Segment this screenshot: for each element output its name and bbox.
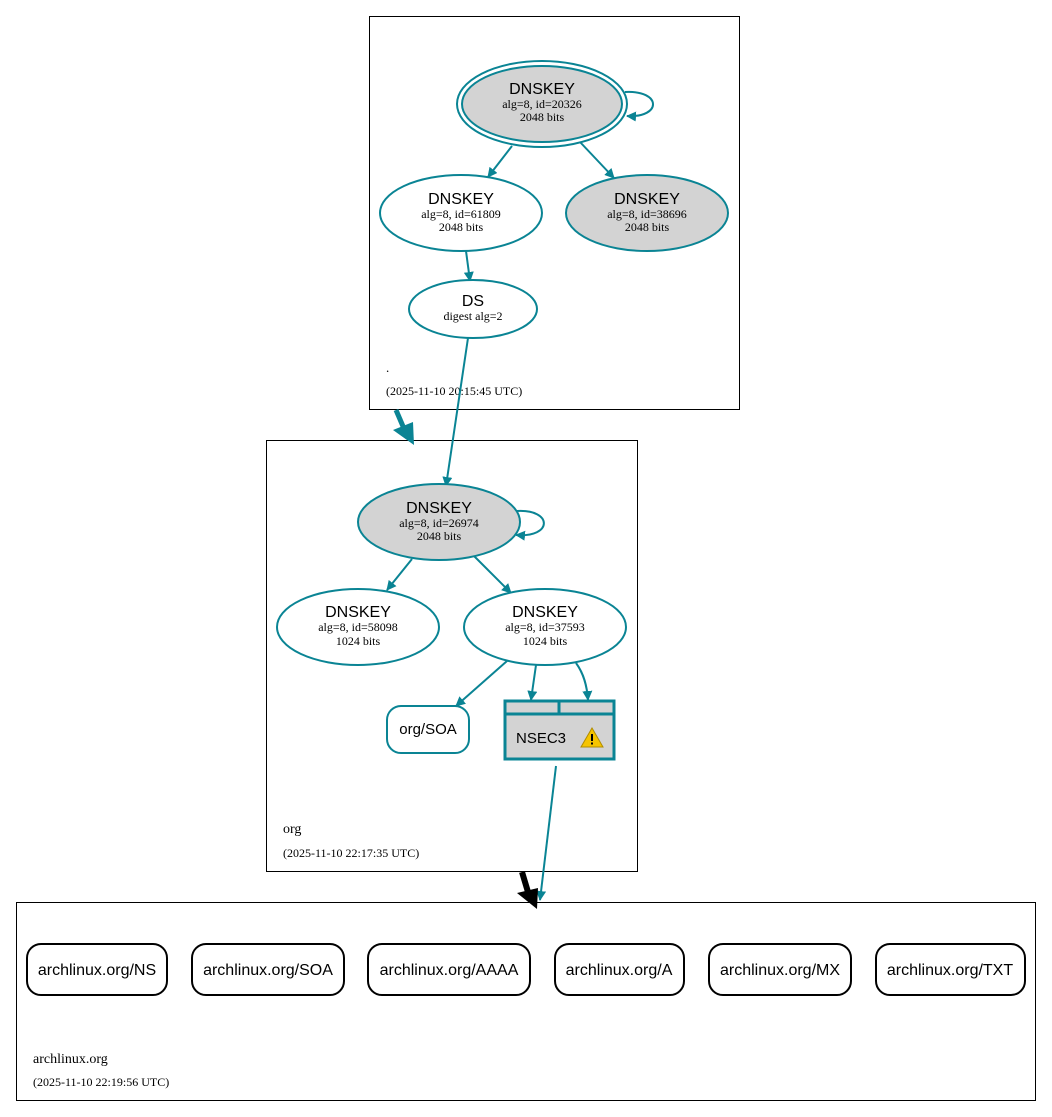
node-root-zsk1-line2: 2048 bits — [439, 220, 484, 234]
node-root-zsk1[interactable]: DNSKEY alg=8, id=61809 2048 bits — [379, 174, 543, 252]
node-root-zsk1-title: DNSKEY — [428, 191, 494, 208]
node-root-ksk-line1: alg=8, id=20326 — [502, 97, 582, 111]
edge-org-zsk2-nsec3-a — [527, 664, 538, 701]
record-a[interactable]: archlinux.org/A — [554, 943, 685, 996]
edge-root-ksk-zsk2 — [579, 141, 615, 179]
node-root-zsk2-line1: alg=8, id=38696 — [607, 207, 687, 221]
node-org-ds-title: DS — [462, 293, 484, 310]
node-nsec3[interactable]: NSEC3 — [503, 699, 616, 761]
node-org-soa[interactable]: org/SOA — [386, 705, 470, 754]
record-label: archlinux.org/TXT — [887, 962, 1013, 979]
node-root-zsk1-line1: alg=8, id=61809 — [421, 207, 501, 221]
node-root-ksk-title: DNSKEY — [509, 81, 575, 98]
edge-ds-org-ksk — [442, 337, 469, 487]
record-label: archlinux.org/A — [566, 962, 673, 979]
node-org-zsk2-title: DNSKEY — [512, 604, 578, 621]
edge-org-ksk-zsk1 — [386, 558, 413, 591]
edge-org-ksk-self — [515, 509, 545, 541]
record-txt[interactable]: archlinux.org/TXT — [875, 943, 1026, 996]
node-org-ksk[interactable]: DNSKEY alg=8, id=26974 2048 bits — [357, 483, 521, 561]
record-aaaa[interactable]: archlinux.org/AAAA — [367, 943, 531, 996]
node-org-zsk1-title: DNSKEY — [325, 604, 391, 621]
edge-org-zsk2-nsec3-b — [575, 662, 593, 701]
zone-root: . (2025-11-10 20:15:45 UTC) — [369, 16, 740, 410]
record-soa[interactable]: archlinux.org/SOA — [191, 943, 345, 996]
node-org-zsk1[interactable]: DNSKEY alg=8, id=58098 1024 bits — [276, 588, 440, 666]
edge-org-zsk2-soa — [455, 660, 508, 707]
record-label: archlinux.org/NS — [38, 962, 156, 979]
node-org-ksk-line2: 2048 bits — [417, 529, 462, 543]
zone-org-name: org — [283, 822, 301, 837]
zone-root-name: . — [386, 360, 389, 375]
node-org-ksk-line1: alg=8, id=26974 — [399, 516, 479, 530]
record-mx[interactable]: archlinux.org/MX — [708, 943, 852, 996]
node-org-ksk-title: DNSKEY — [406, 500, 472, 517]
node-root-zsk2-line2: 2048 bits — [625, 220, 670, 234]
node-root-ksk[interactable]: DNSKEY alg=8, id=20326 2048 bits — [456, 60, 628, 148]
delegation-root-org — [393, 409, 414, 445]
edge-root-zsk1-ds — [463, 250, 474, 282]
node-org-zsk2-line2: 1024 bits — [523, 634, 568, 648]
node-root-ksk-line2: 2048 bits — [520, 110, 565, 124]
node-root-zsk2[interactable]: DNSKEY alg=8, id=38696 2048 bits — [565, 174, 729, 252]
record-label: archlinux.org/SOA — [203, 962, 333, 979]
zone-root-timestamp: (2025-11-10 20:15:45 UTC) — [386, 384, 522, 398]
record-ns[interactable]: archlinux.org/NS — [26, 943, 168, 996]
edges — [386, 90, 654, 901]
node-org-zsk1-line2: 1024 bits — [336, 634, 381, 648]
edge-nsec3-archlinux — [536, 765, 557, 901]
node-root-zsk2-title: DNSKEY — [614, 191, 680, 208]
node-org-ds[interactable]: DS digest alg=2 — [408, 279, 538, 339]
record-label: archlinux.org/AAAA — [380, 962, 519, 979]
record-label: archlinux.org/MX — [720, 962, 840, 979]
node-nsec3-label: NSEC3 — [516, 730, 566, 747]
zone-archlinux-timestamp: (2025-11-10 22:19:56 UTC) — [33, 1075, 169, 1089]
zone-archlinux: archlinux.org (2025-11-10 22:19:56 UTC) — [16, 902, 1036, 1101]
warning-icon — [580, 727, 604, 748]
zone-org-timestamp: (2025-11-10 22:17:35 UTC) — [283, 846, 419, 860]
node-org-zsk2[interactable]: DNSKEY alg=8, id=37593 1024 bits — [463, 588, 627, 666]
node-org-zsk2-line1: alg=8, id=37593 — [505, 620, 585, 634]
edge-root-ksk-zsk1 — [487, 145, 513, 178]
delegation-org-archlinux — [517, 871, 538, 909]
edge-org-ksk-zsk2 — [473, 555, 512, 594]
record-list: archlinux.org/NS archlinux.org/SOA archl… — [26, 943, 1026, 996]
node-org-soa-label: org/SOA — [399, 721, 457, 738]
edge-root-ksk-self — [624, 90, 654, 122]
zone-archlinux-name: archlinux.org — [33, 1052, 108, 1067]
node-org-ds-line1: digest alg=2 — [443, 309, 502, 323]
node-org-zsk1-line1: alg=8, id=58098 — [318, 620, 398, 634]
